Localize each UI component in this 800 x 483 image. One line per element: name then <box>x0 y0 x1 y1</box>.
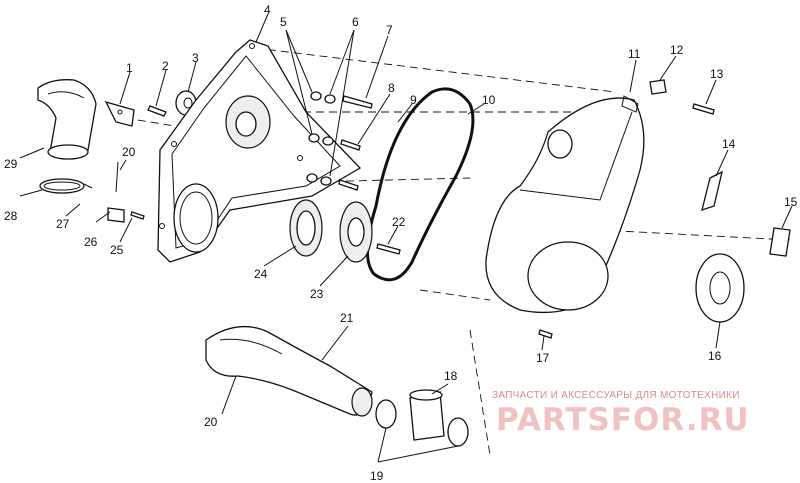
coupler-clamps <box>375 399 469 447</box>
sprocket-bolt-part <box>376 243 401 255</box>
inner-cover-part <box>157 39 362 263</box>
callout-3: 3 <box>192 51 199 65</box>
callout-7: 7 <box>386 23 393 37</box>
callout-23: 23 <box>310 287 324 301</box>
callout-2: 2 <box>162 59 169 73</box>
callout-20-upper: 20 <box>122 145 136 159</box>
callout-14: 14 <box>722 137 736 151</box>
callout-8: 8 <box>388 81 395 95</box>
callout-10: 10 <box>482 93 496 107</box>
callout-27: 27 <box>56 217 70 231</box>
callout-5: 5 <box>280 15 287 29</box>
callout-15: 15 <box>784 195 798 209</box>
outer-cover-part <box>485 95 645 314</box>
watermark-logo: PARTSFOR.RU <box>496 402 750 438</box>
callout-24: 24 <box>254 267 268 281</box>
callout-25: 25 <box>110 243 124 257</box>
callout-9: 9 <box>410 93 417 107</box>
washer-ring-part <box>695 253 745 323</box>
screw-part <box>147 105 167 117</box>
callout-26: 26 <box>84 235 98 249</box>
callout-1: 1 <box>126 61 133 75</box>
callout-29: 29 <box>4 157 18 171</box>
callout-16: 16 <box>708 349 722 363</box>
sprocket-part <box>339 201 373 263</box>
callout-19: 19 <box>370 469 384 483</box>
callout-4: 4 <box>264 3 271 17</box>
watermark-tagline: ЗАПЧАСТИ И АКСЕССУАРЫ ДЛЯ МОТОТЕХНИКИ <box>492 390 740 401</box>
small-hardware-left <box>107 161 145 223</box>
callout-11: 11 <box>628 47 641 61</box>
callout-18: 18 <box>444 369 458 383</box>
bracket-part <box>104 100 135 127</box>
callout-21: 21 <box>340 311 354 325</box>
callout-13: 13 <box>710 67 724 81</box>
air-duct-part <box>205 326 373 417</box>
drive-belt-part <box>365 87 475 282</box>
callout-22: 22 <box>392 215 406 229</box>
cover-bolt-part <box>538 329 553 339</box>
washers-and-bolts <box>306 91 373 191</box>
watermark: ЗАПЧАСТИ И АКСЕССУАРЫ ДЛЯ МОТОТЕХНИКИ PA… <box>492 390 750 438</box>
callout-20-lower: 20 <box>204 415 218 429</box>
callout-28: 28 <box>4 209 18 223</box>
oil-seal-part <box>289 199 323 257</box>
callout-17: 17 <box>536 351 550 365</box>
small-hardware-right <box>649 79 791 257</box>
intake-duct-part <box>37 79 97 160</box>
leader-lines <box>19 13 793 463</box>
callout-12: 12 <box>670 43 684 57</box>
callout-labels: 1 2 3 4 5 6 7 8 9 10 11 12 13 14 15 16 1… <box>4 3 798 483</box>
callout-6: 6 <box>352 15 359 29</box>
coupler-part <box>409 389 445 441</box>
hose-clamp-part <box>39 178 93 194</box>
